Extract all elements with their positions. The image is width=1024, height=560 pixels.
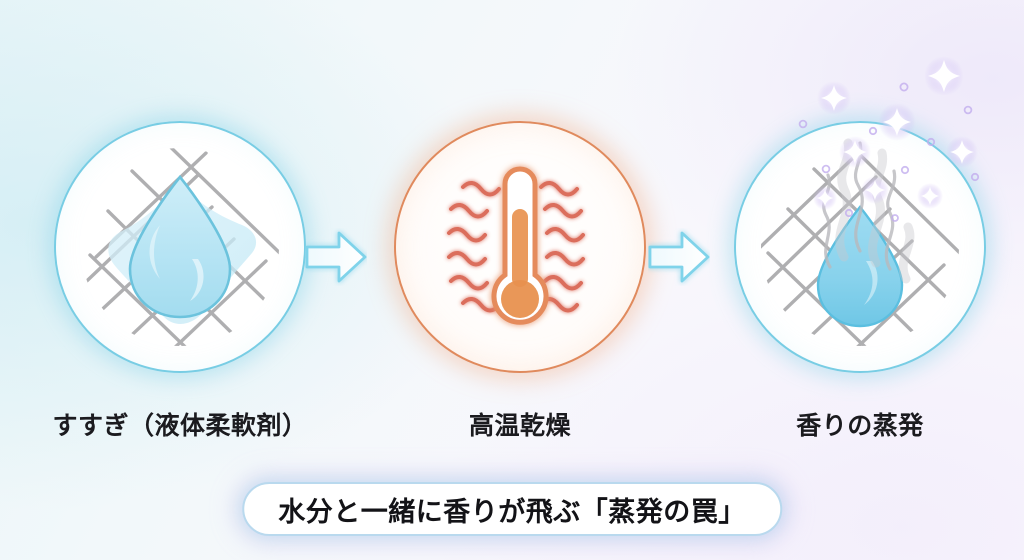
step-high-heat-dry: 高温乾燥: [370, 118, 670, 442]
step-fragrance-evaporation-label: 香りの蒸発: [796, 412, 924, 440]
evaporating-droplet-sparkles-icon: [761, 138, 959, 346]
sparkle-star: [924, 56, 964, 96]
step-fragrance-evaporation-circle-wrap: [731, 118, 989, 376]
step-rinse-label: すすぎ（液体柔軟剤）: [52, 412, 308, 440]
step-rinse: すすぎ（液体柔軟剤）: [30, 118, 330, 442]
step-fragrance-evaporation: 香りの蒸発: [710, 118, 1010, 442]
sparkle-star: [817, 81, 851, 115]
step-high-heat-dry-circle-wrap: [391, 118, 649, 376]
thermometer-heat-icon: [447, 166, 585, 325]
summary-banner: 水分と一緒に香りが飛ぶ「蒸発の罠」: [242, 482, 782, 536]
right-arrow-icon: [305, 231, 367, 283]
summary-banner-text: 水分と一緒に香りが飛ぶ「蒸発の罠」: [278, 496, 746, 527]
step-rinse-circle-wrap: [51, 118, 309, 376]
water-droplet-on-fabric-icon: [81, 148, 279, 346]
step-high-heat-dry-label: 高温乾燥: [468, 412, 571, 440]
right-arrow-icon: [648, 231, 710, 283]
